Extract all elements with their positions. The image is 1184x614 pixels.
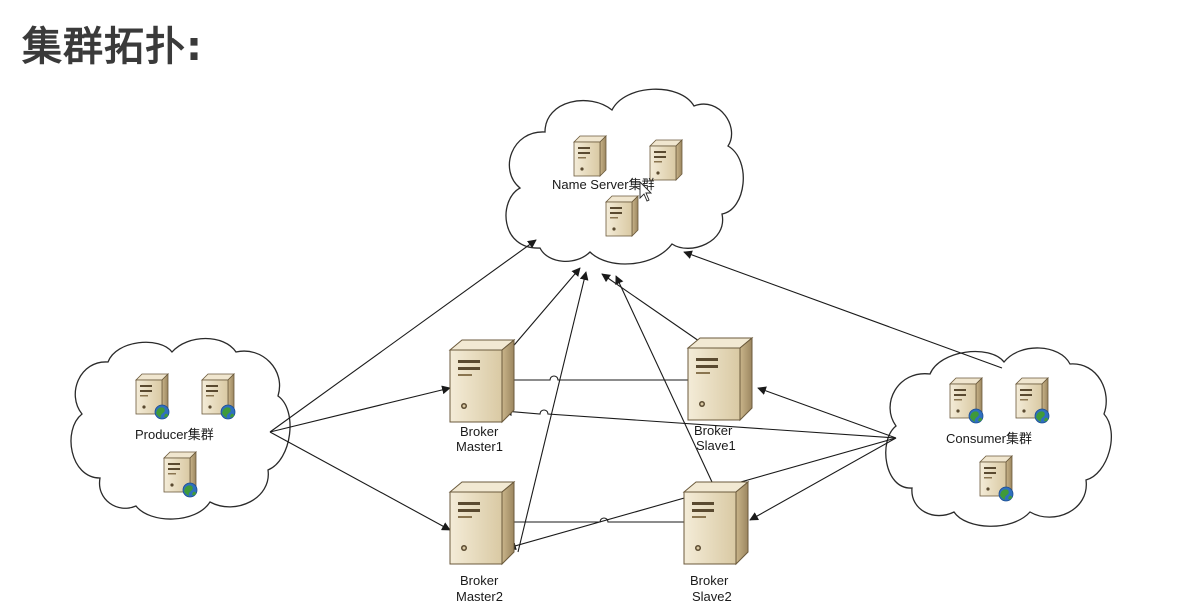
producer-node-2 [201, 373, 236, 420]
edge-producer-master1 [269, 385, 451, 433]
edge-slave2-nameserver [615, 275, 713, 483]
consumer-cloud [885, 347, 1112, 527]
name-server-node-3 [605, 195, 639, 237]
broker-slave2 [683, 481, 749, 565]
producer-node-3 [163, 451, 198, 498]
edge-master2-nameserver [517, 271, 589, 553]
broker-slave1-line1: Broker [694, 423, 733, 438]
producer-node-1 [135, 373, 170, 420]
edge-master1-slave1 [486, 375, 721, 385]
broker-master2 [449, 481, 515, 565]
connection-lines [269, 239, 1003, 553]
broker-master2-line1: Broker [460, 573, 499, 588]
consumer-node-2 [1015, 377, 1050, 424]
broker-master1-line2: Master1 [456, 439, 503, 454]
edge-consumer-nameserver [683, 250, 1003, 369]
edge-producer-nameserver [269, 239, 537, 433]
broker-master2-line2: Master2 [456, 589, 503, 604]
broker-slave2-line1: Broker [690, 573, 729, 588]
consumer-node-3 [979, 455, 1014, 502]
name-server-label: Name Server集群 [552, 177, 655, 192]
producer-cloud [70, 337, 291, 520]
broker-slave1 [687, 337, 753, 421]
name-server-node-2 [649, 139, 683, 181]
broker-master1-line1: Broker [460, 424, 499, 439]
edge-slave1-nameserver [601, 273, 713, 351]
producer-label: Producer集群 [135, 427, 214, 442]
broker-master1 [449, 339, 515, 423]
edge-consumer-slave2 [749, 437, 897, 521]
page-title: 集群拓扑: [22, 24, 203, 70]
consumer-node-1 [949, 377, 984, 424]
name-server-node-1 [573, 135, 607, 177]
broker-slave2-line2: Slave2 [692, 589, 732, 604]
consumer-label: Consumer集群 [946, 431, 1032, 446]
name-server-cloud [505, 88, 744, 265]
edge-consumer-master1 [503, 407, 897, 439]
edge-consumer-slave1 [757, 386, 897, 439]
broker-slave1-line2: Slave1 [696, 438, 736, 453]
cursor-icon [639, 180, 653, 202]
edge-producer-master2 [269, 431, 451, 531]
